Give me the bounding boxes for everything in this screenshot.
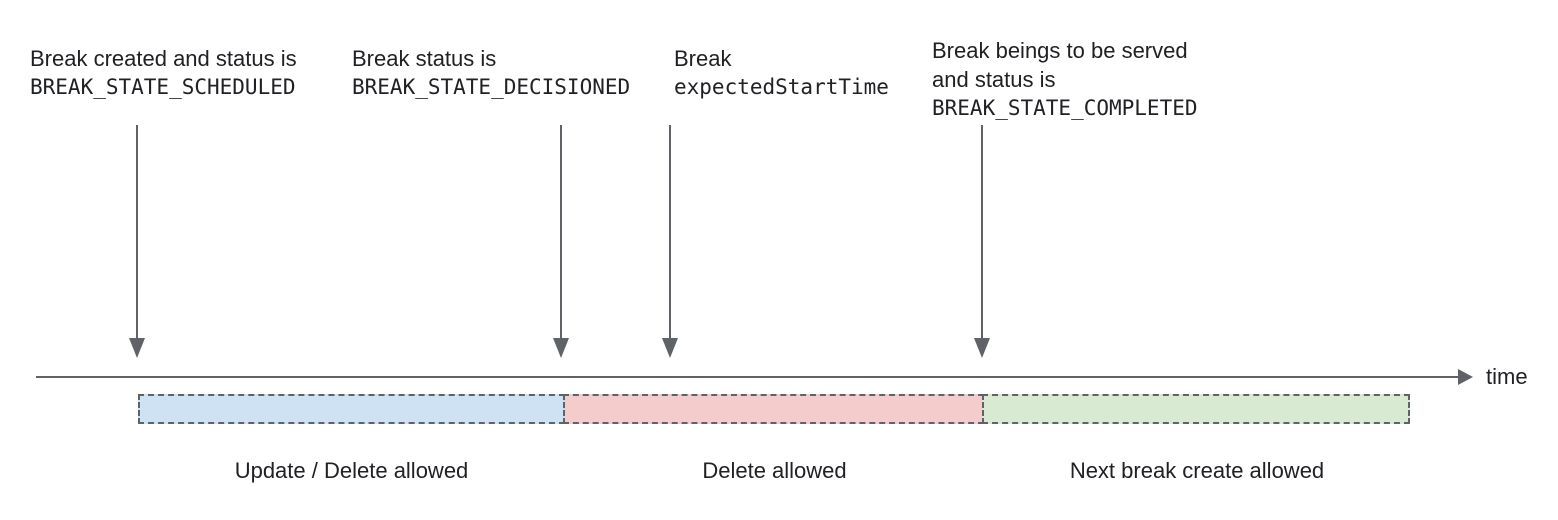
break-phase-bar (138, 394, 1410, 424)
annotation-break-decisioned: Break status is BREAK_STATE_DECISIONED (352, 44, 630, 102)
arrow-stem (560, 125, 562, 339)
time-axis-arrow-icon (1458, 369, 1473, 385)
down-arrow-expected-start (662, 125, 678, 358)
segment-label-update-delete: Update / Delete allowed (234, 458, 469, 483)
annotation-text: Break beings to be served (932, 38, 1188, 63)
annotation-text: Break created and status is (30, 46, 297, 71)
annotation-expected-start-time: Break expectedStartTime (674, 44, 889, 102)
annotation-code: BREAK_STATE_COMPLETED (932, 96, 1198, 120)
annotation-text: Break status is (352, 46, 497, 71)
time-axis-line (36, 376, 1460, 378)
down-arrow-decisioned (553, 125, 569, 358)
annotation-text: and status is (932, 67, 1056, 92)
annotation-break-scheduled: Break created and status is BREAK_STATE_… (30, 44, 297, 102)
arrow-head-icon (129, 338, 145, 358)
time-axis-label: time (1486, 364, 1528, 389)
segment-delete-allowed (563, 394, 984, 424)
arrow-head-icon (974, 338, 990, 358)
arrow-stem (136, 125, 138, 339)
arrow-head-icon (553, 338, 569, 358)
segment-next-break-create-allowed (982, 394, 1410, 424)
down-arrow-scheduled (129, 125, 145, 358)
annotation-text: Break (674, 46, 732, 71)
down-arrow-completed (974, 125, 990, 358)
segment-label-next-break: Next break create allowed (1069, 458, 1325, 483)
segment-update-delete-allowed (138, 394, 565, 424)
annotation-code: BREAK_STATE_SCHEDULED (30, 75, 296, 99)
annotation-code: BREAK_STATE_DECISIONED (352, 75, 631, 99)
segment-label-delete: Delete allowed (702, 458, 847, 483)
annotation-break-completed: Break beings to be served and status is … (932, 36, 1198, 123)
arrow-head-icon (662, 338, 678, 358)
arrow-stem (669, 125, 671, 339)
arrow-stem (981, 125, 983, 339)
annotation-code: expectedStartTime (674, 75, 889, 99)
